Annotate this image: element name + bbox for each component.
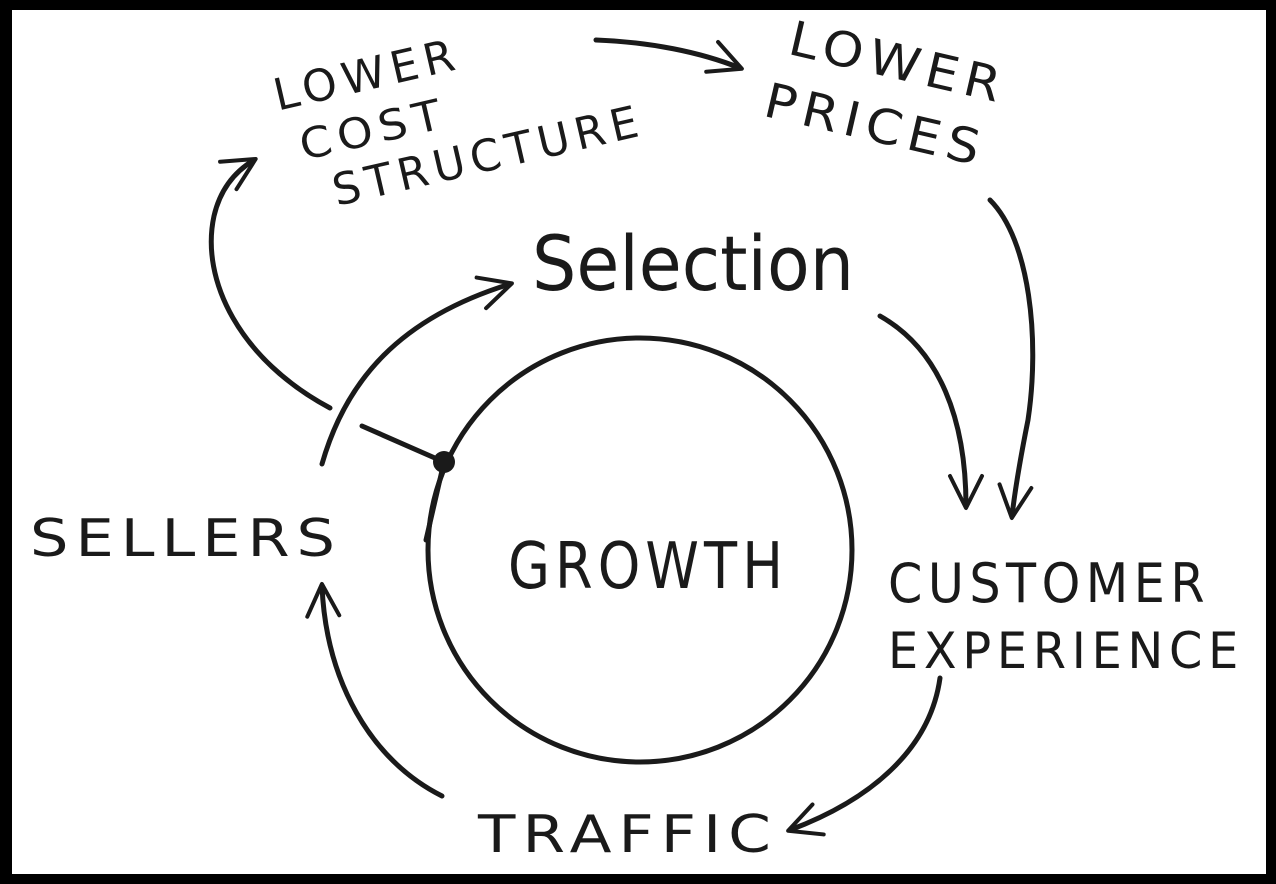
growth-pivot-connector: [359, 423, 447, 465]
paper-background: [12, 10, 1266, 874]
growth-pivot-dot: [433, 451, 455, 473]
growth-label: GROWTH: [508, 530, 788, 604]
selection-label: Selection: [532, 219, 854, 308]
traffic-to-sellers-arrow: [305, 582, 445, 799]
experience-label: EXPERIENCE: [888, 622, 1244, 680]
prices-to-customer-arrow: [987, 197, 1036, 520]
sellers-label: SELLERS: [30, 509, 342, 569]
traffic-label: TRAFFIC: [477, 805, 778, 865]
growth-to-cost-arrow: [208, 156, 333, 411]
growth-circle: [425, 335, 855, 765]
selection-to-customer-arrow: [877, 313, 984, 510]
cost-to-prices-arrow: [593, 37, 744, 74]
growth-pivot-tick: [423, 459, 447, 543]
sellers-to-selection-arrow: [319, 275, 514, 467]
customer-to-traffic-arrow: [786, 675, 943, 837]
customer-label: CUSTOMER: [888, 552, 1210, 615]
